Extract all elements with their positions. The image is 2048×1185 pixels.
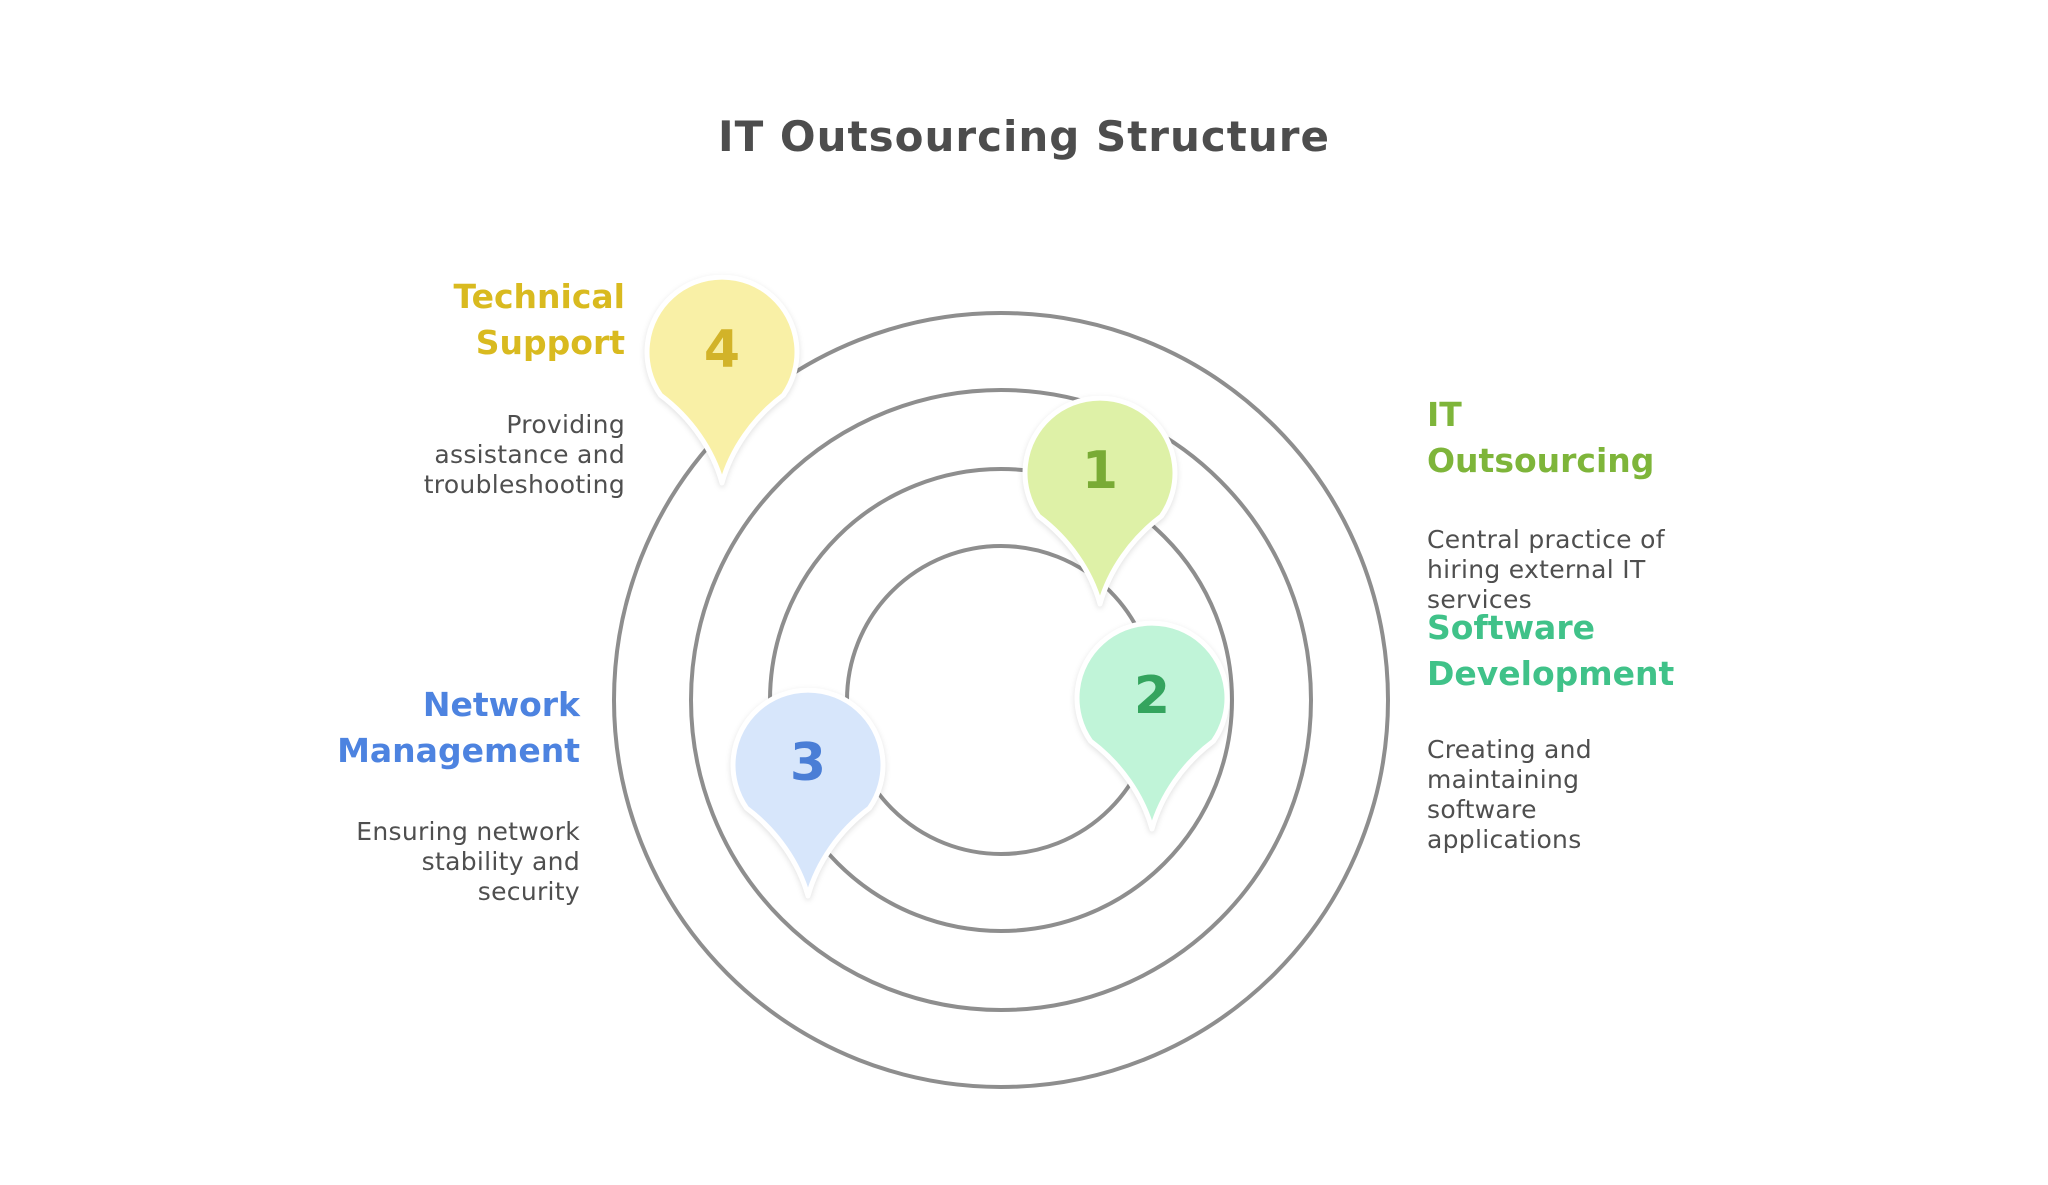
technical-support-heading: Technical Support <box>453 277 625 362</box>
label-group-it-outsourcing: IT Outsourcing Central practice of hirin… <box>1427 373 1757 634</box>
map-pin-1-icon <box>1022 395 1178 607</box>
pin-number-4: 4 <box>703 319 741 380</box>
it-outsourcing-heading: IT Outsourcing <box>1427 395 1655 480</box>
it-outsourcing-description: Central practice of hiring external IT s… <box>1427 525 1665 614</box>
label-group-technical-support: Technical Support Providing assistance a… <box>265 255 625 519</box>
software-development-description: Creating and maintaining software applic… <box>1427 735 1592 854</box>
label-group-network-management: Network Management Ensuring network stab… <box>220 663 580 926</box>
network-management-description: Ensuring network stability and security <box>356 817 580 906</box>
map-pin-2-icon <box>1074 620 1230 832</box>
pin-number-2: 2 <box>1133 665 1171 726</box>
pin-number-3: 3 <box>789 732 827 793</box>
ring-outer <box>612 311 1390 1089</box>
software-development-heading: Software Development <box>1427 608 1675 693</box>
page-title: IT Outsourcing Structure <box>718 112 1330 161</box>
label-group-software-development: Software Development Creating and mainta… <box>1427 586 1757 874</box>
map-pin-3-icon <box>730 687 886 899</box>
technical-support-description: Providing assistance and troubleshooting <box>423 410 625 499</box>
ring-second <box>689 388 1313 1012</box>
network-management-heading: Network Management <box>337 685 580 770</box>
map-pin-4-icon <box>644 274 800 486</box>
concentric-rings <box>612 311 1390 1089</box>
pin-number-1: 1 <box>1081 440 1119 501</box>
